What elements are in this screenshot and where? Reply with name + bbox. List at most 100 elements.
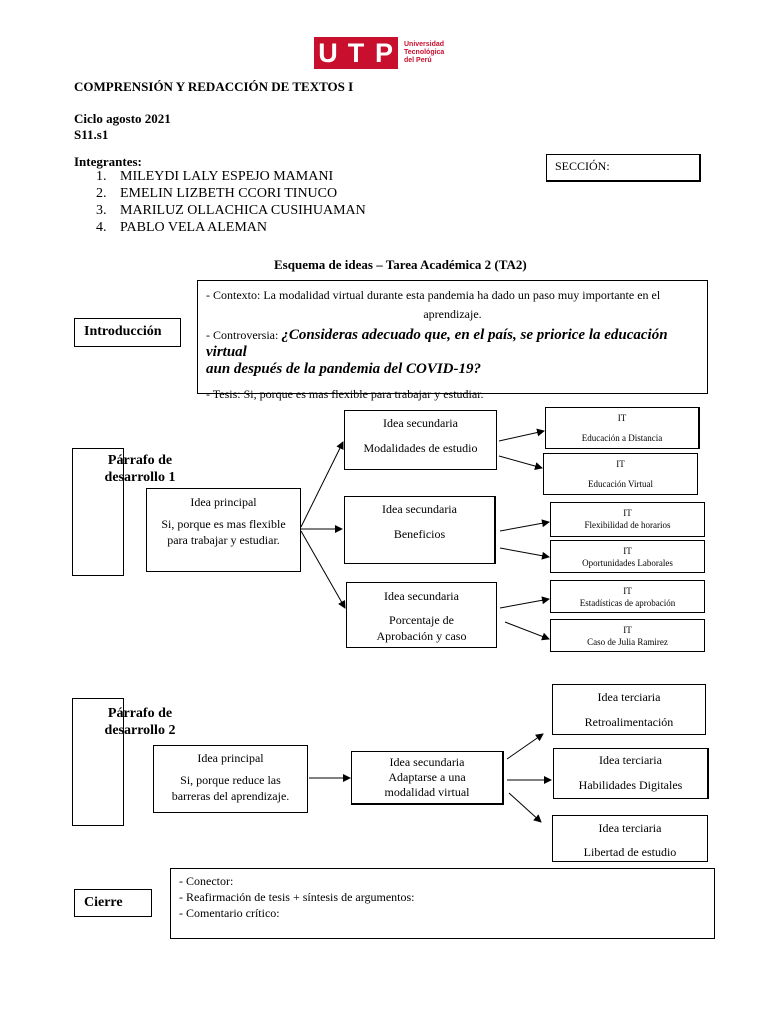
p1-tertiary-text: Estadísticas de aprobación <box>579 598 676 608</box>
p1-tertiary-text: Oportunidades Laborales <box>582 558 673 568</box>
intro-thesis: - Tesis: Si, porque es mas flexible para… <box>206 387 484 401</box>
arrow-p2-sec-to-ter1 <box>506 733 544 760</box>
p1-tertiary-title: IT <box>623 546 632 556</box>
member-number: 3. <box>96 203 107 218</box>
intro-controversy-question-2: aun después de la pandemia del COVID-19? <box>206 361 482 377</box>
p2-label-line1: Párrafo de <box>107 706 173 721</box>
p1-secondary-text: Beneficios <box>393 527 446 541</box>
arrow-p1-sec1-to-it2 <box>498 455 543 470</box>
p2-tertiary-title: Idea terciaria <box>598 821 662 835</box>
p1-tertiary-text: Caso de Julia Ramirez <box>587 637 668 647</box>
logo-text: Universidad Tecnológica del Perú <box>404 41 444 65</box>
logo-letter-u: U <box>318 37 338 68</box>
p2-main-idea-box: Idea principal Si, porque reduce las bar… <box>153 745 308 813</box>
intro-context-line2: aprendizaje. <box>423 307 482 321</box>
cycle: Ciclo agosto 2021 <box>74 111 171 126</box>
p1-label-line2: desarrollo 1 <box>104 470 176 485</box>
section-label: SECCIÓN: <box>555 159 610 173</box>
closing-label-box: Cierre <box>74 889 152 917</box>
p1-main-idea-box: Idea principal Si, porque es mas flexibl… <box>146 488 301 572</box>
member-item: 3.MARILUZ OLLACHICA CUSIHUAMAN <box>96 202 366 219</box>
member-item: 2. EMELIN LIZBETH CCORI TINUCO <box>96 185 366 202</box>
p1-tertiary-box-4: IT Oportunidades Laborales <box>550 540 705 573</box>
course-title: COMPRENSIÓN Y REDACCIÓN DE TEXTOS I <box>74 79 354 94</box>
member-number: 1. <box>96 169 107 184</box>
intro-controversy-prefix: - Controversia: <box>206 328 282 342</box>
logo-line-2: Tecnológica <box>404 49 445 56</box>
p2-secondary-box: Idea secundaria Adaptarse a una modalida… <box>351 751 504 805</box>
closing-line1: - Conector: <box>179 874 234 888</box>
p1-tertiary-text: Educación Virtual <box>587 479 654 489</box>
member-name: EMELIN LIZBETH CCORI TINUCO <box>120 186 338 201</box>
logo-letter-t: T <box>347 37 365 68</box>
p2-tertiary-box-1: Idea terciaria Retroalimentación <box>552 684 706 735</box>
p1-tertiary-text: Flexibilidad de horarios <box>584 520 671 530</box>
arrow-p1-sec3-to-it6 <box>504 621 550 641</box>
p1-tertiary-box-6: IT Caso de Julia Ramirez <box>550 619 705 652</box>
arrow-p1-sec3-to-it5 <box>499 596 550 609</box>
p2-secondary-text1: Adaptarse a una <box>388 770 466 784</box>
closing-content-box: - Conector: - Reafirmación de tesis + sí… <box>170 868 715 939</box>
p1-label-frame <box>72 448 124 576</box>
arrow-p1-main-to-sec3 <box>300 530 346 609</box>
p1-label-line1: Párrafo de <box>107 453 173 468</box>
p2-label-line2: desarrollo 2 <box>104 723 176 738</box>
arrow-p1-sec1-to-it1 <box>498 428 545 442</box>
p2-tertiary-box-2: Idea terciaria Habilidades Digitales <box>553 748 709 799</box>
member-number: 2. <box>96 186 107 201</box>
closing-line2: - Reafirmación de tesis + síntesis de ar… <box>179 890 415 904</box>
p1-tertiary-title: IT <box>623 508 632 518</box>
p2-secondary-title: Idea secundaria <box>389 755 465 769</box>
p1-main-title: Idea principal <box>190 495 257 509</box>
arrow-p1-main-to-sec1 <box>300 441 344 528</box>
member-name: PABLO VELA ALEMAN <box>120 220 268 235</box>
intro-label-box: Introducción <box>74 318 181 347</box>
closing-label: Cierre <box>84 895 123 910</box>
p1-secondary-title: Idea secundaria <box>382 502 457 516</box>
p2-label: Párrafo de desarrollo 2 <box>90 705 190 739</box>
p1-tertiary-title: IT <box>617 413 627 423</box>
p1-secondary-text: Modalidades de estudio <box>363 441 478 455</box>
p2-tertiary-title: Idea terciaria <box>599 753 662 767</box>
p1-tertiary-box-1: IT Educación a Distancia <box>545 407 700 449</box>
session: S11.s1 <box>74 127 109 142</box>
intro-context-line1: - Contexto: La modalidad virtual durante… <box>206 288 661 302</box>
p1-label: Párrafo de desarrollo 1 <box>90 452 190 486</box>
intro-content-box: - Contexto: La modalidad virtual durante… <box>197 280 708 401</box>
p2-label-frame <box>72 698 124 826</box>
arrow-p1-sec2-to-it3 <box>499 519 550 532</box>
p1-tertiary-box-3: IT Flexibilidad de horarios <box>550 502 705 537</box>
intro-controversy-question-1: ¿Consideras adecuado que, en el país, se… <box>206 327 668 360</box>
p1-tertiary-title: IT <box>623 625 632 635</box>
p1-secondary-box-2: Idea secundaria Beneficios <box>344 496 496 564</box>
section-box: SECCIÓN: <box>546 154 701 182</box>
p2-main-text1: Si, porque reduce las <box>180 773 281 787</box>
member-item: 4.PABLO VELA ALEMAN <box>96 219 366 236</box>
p1-secondary-text2: Aprobación y caso <box>376 629 467 643</box>
p2-main-text2: barreras del aprendizaje. <box>171 789 290 803</box>
member-item: 1.MILEYDI LALY ESPEJO MAMANI <box>96 168 366 185</box>
p1-tertiary-text: Educación a Distancia <box>581 433 663 443</box>
p2-tertiary-text: Retroalimentación <box>584 715 674 729</box>
arrow-p1-sec2-to-it4 <box>499 547 550 560</box>
p1-secondary-title: Idea secundaria <box>383 416 458 430</box>
p2-tertiary-title: Idea terciaria <box>597 690 661 704</box>
p1-secondary-box-3: Idea secundaria Porcentaje de Aprobación… <box>346 582 497 648</box>
intro-label: Introducción <box>84 324 162 339</box>
p1-tertiary-title: IT <box>623 586 632 596</box>
p1-tertiary-box-2: IT Educación Virtual <box>543 453 698 495</box>
utp-logo-block: U T P <box>314 37 398 69</box>
p1-tertiary-box-5: IT Estadísticas de aprobación <box>550 580 705 613</box>
p2-tertiary-box-3: Idea terciaria Libertad de estudio <box>552 815 708 862</box>
p2-tertiary-text: Libertad de estudio <box>583 845 677 859</box>
utp-logo: U T P Universidad Tecnológica del Perú <box>314 37 444 69</box>
closing-line3: - Comentario crítico: <box>179 906 280 920</box>
intro-controversy: - Controversia: ¿Consideras adecuado que… <box>206 327 699 378</box>
logo-line-1: Universidad <box>404 41 445 48</box>
members-list: 1.MILEYDI LALY ESPEJO MAMANI 2. EMELIN LI… <box>96 168 366 236</box>
arrow-p2-sec-to-ter3 <box>508 792 542 823</box>
members-label: Integrantes: <box>74 154 142 169</box>
logo-letter-p: P <box>374 37 393 68</box>
p1-secondary-title: Idea secundaria <box>384 589 459 603</box>
